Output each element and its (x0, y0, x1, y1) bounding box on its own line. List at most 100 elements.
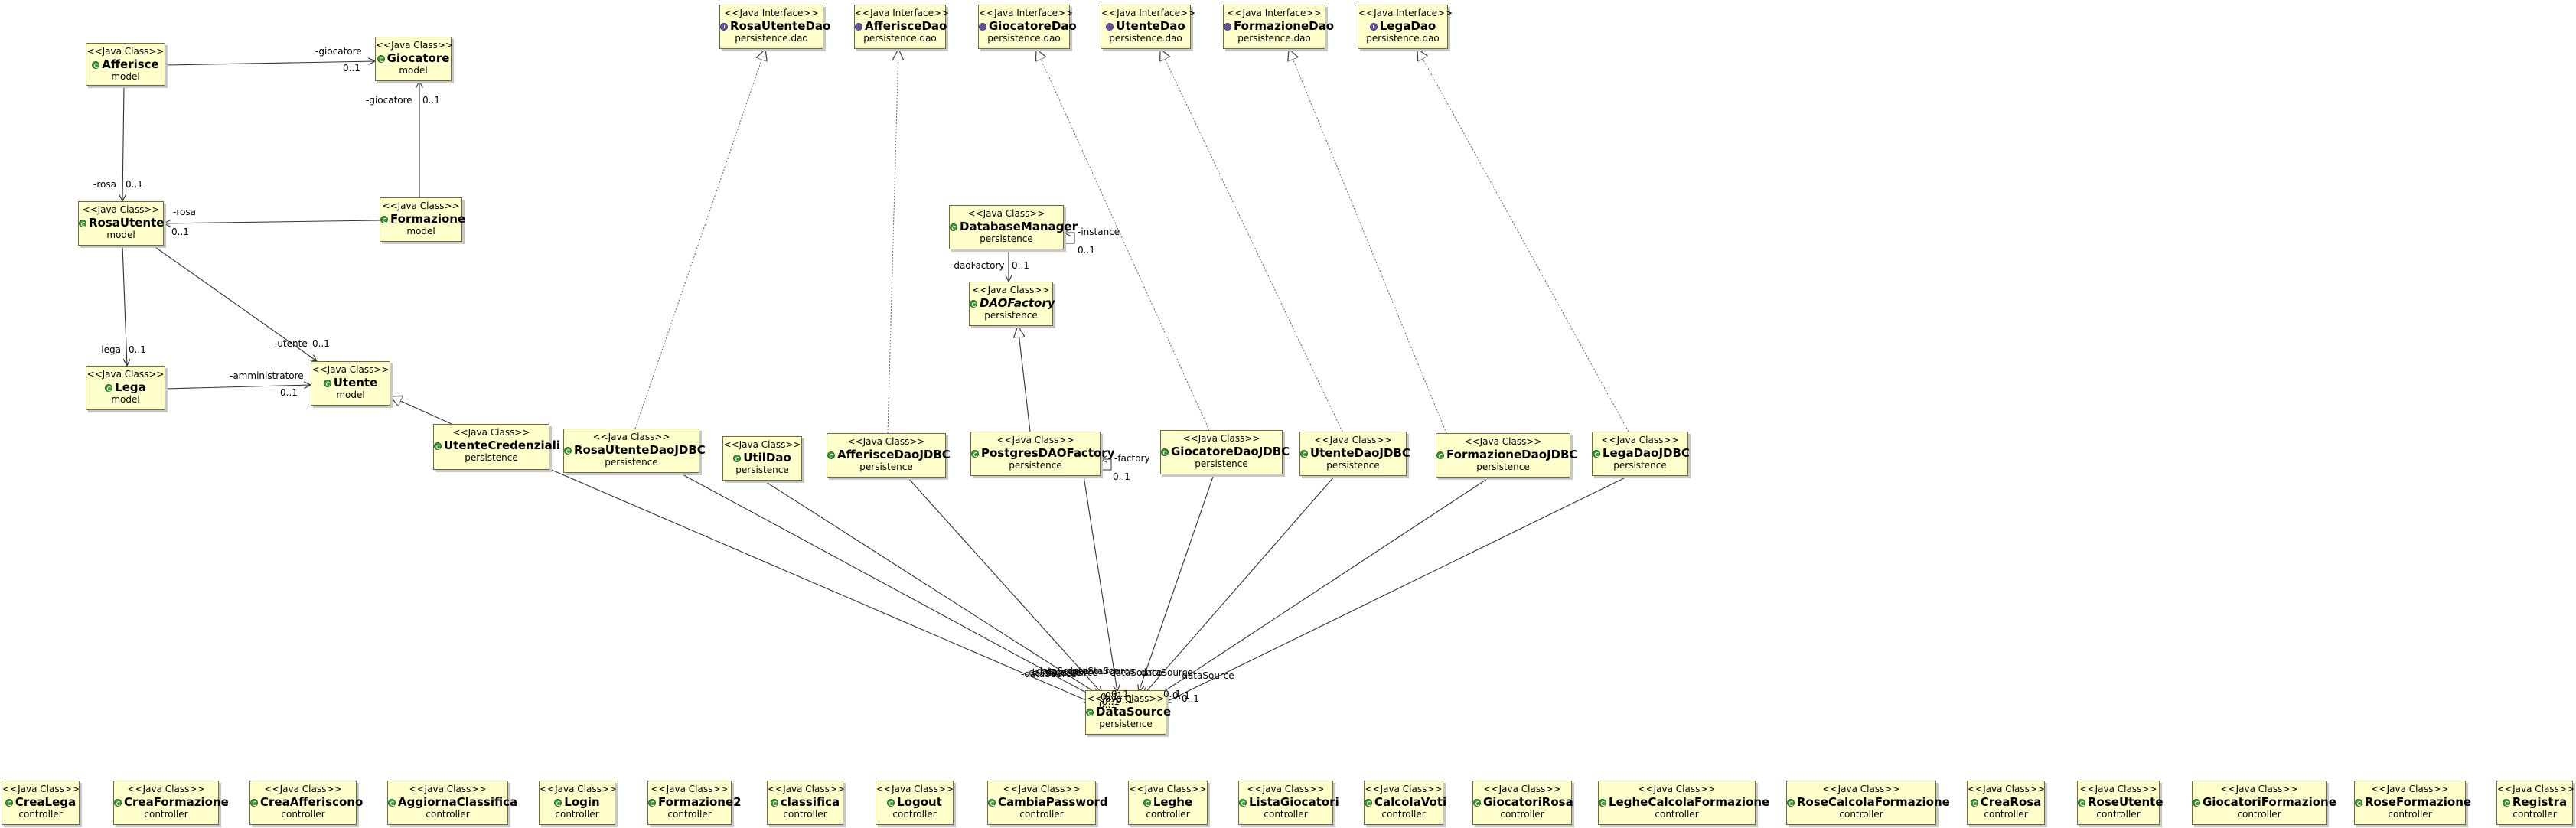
package-label: controller (667, 809, 712, 820)
class-icon (1436, 451, 1444, 459)
stereotype-label: <<Java Interface>> (855, 8, 950, 18)
interface-icon (720, 23, 728, 31)
package-label: persistence (735, 465, 789, 475)
edge-role-label: -rosa (93, 179, 116, 190)
class-icon (105, 384, 113, 392)
edge-role-label: -giocatore (315, 46, 362, 57)
class-name-text: CreaFormazione (124, 795, 229, 809)
class-name: Login (540, 795, 615, 809)
class-icon (887, 799, 895, 807)
class-name: GiocatoreDaoJDBC (1161, 445, 1290, 458)
class-name: RoseFormazione (2355, 795, 2471, 809)
package-label: controller (2512, 809, 2557, 820)
edge-multiplicity-label: 0..1 (1113, 471, 1130, 482)
edge-multiplicity-label: 0..1 (1182, 693, 1199, 704)
realization-edge (1289, 49, 1447, 434)
class-name: CalcolaVoti (1365, 795, 1446, 809)
stereotype-label: <<Java Class>> (86, 46, 165, 57)
class-name: AfferisceDao (855, 19, 947, 33)
class-name-text: Giocatore (386, 51, 450, 65)
edge-role-label: -factory (1114, 453, 1150, 464)
class-name-text: RosaUtente (89, 216, 165, 230)
package-label: persistence (1195, 458, 1248, 469)
class-icon (648, 799, 656, 807)
edge-role-label: -utente (274, 338, 308, 349)
class-icon (388, 799, 396, 807)
edge-role-label: -daoFactory (951, 260, 1005, 271)
class-name-text: Lega (115, 380, 146, 394)
class-icon (2078, 799, 2085, 807)
stereotype-label: <<Java Class>> (1003, 784, 1081, 794)
generalization-edge (390, 396, 452, 425)
package-label: controller (2096, 809, 2141, 820)
package-label: controller (1839, 809, 1883, 820)
interface-icon (1369, 23, 1378, 31)
edge-multiplicity-label: 0..1 (126, 179, 143, 190)
class-name-text: FormazioneDao (1234, 19, 1335, 33)
class-name: LegaDaoJDBC (1593, 446, 1690, 460)
realization-edge (1417, 49, 1629, 432)
class-name: UtenteCredenziali (434, 438, 560, 452)
package-label: persistence (1099, 719, 1153, 729)
class-name-text: AfferisceDaoJDBC (837, 448, 951, 461)
stereotype-label: <<Java Class>> (82, 204, 160, 215)
class-name: Formazione2 (648, 795, 742, 809)
package-label: controller (1984, 809, 2028, 820)
stereotype-label: <<Java Class>> (592, 432, 670, 442)
stereotype-label: <<Java Interface>> (724, 8, 819, 18)
class-name-text: RoseUtente (2088, 795, 2164, 809)
class-name: CambiaPassword (988, 795, 1108, 809)
edge-role-label: -instance (1078, 227, 1120, 237)
stereotype-label: <<Java Class>> (2371, 784, 2449, 794)
edge-role-label: -dataSource (1033, 666, 1089, 676)
class-name: Afferisce (86, 57, 165, 71)
class-icon (1300, 450, 1308, 458)
class-name: GiocatoriRosa (1473, 795, 1573, 809)
stereotype-label: <<Java Class>> (996, 435, 1074, 445)
